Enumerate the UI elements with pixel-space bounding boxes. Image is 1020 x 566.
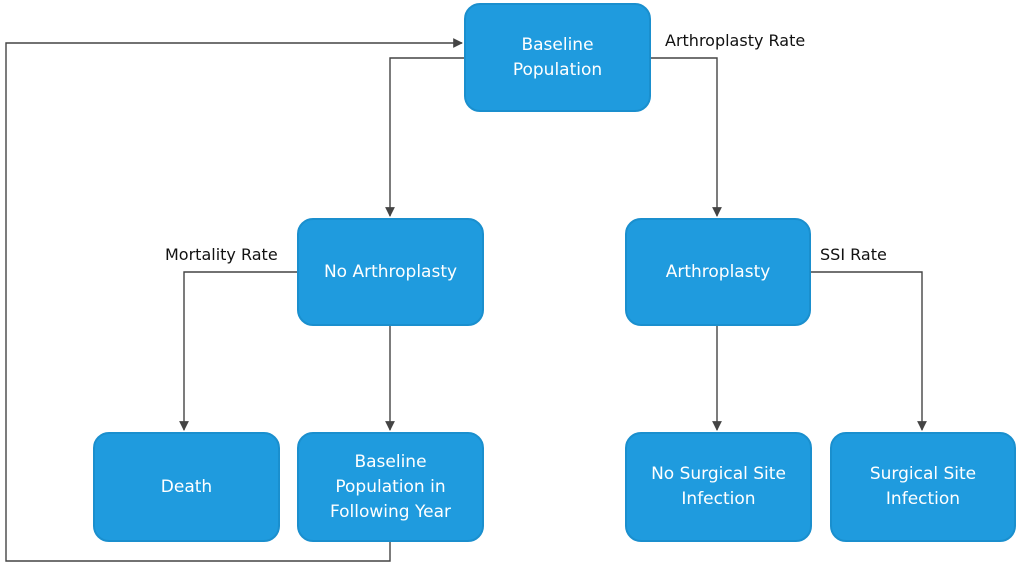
node-arthroplasty: Arthroplasty — [625, 218, 811, 326]
connector-no-arthroplasty-to-death — [179, 271, 297, 431]
label-mortality-rate: Mortality Rate — [165, 245, 278, 264]
connector-baseline-to-no-arthroplasty — [385, 57, 464, 217]
connector-baseline-to-arthroplasty — [651, 57, 722, 217]
node-no-surgical-site-infection: No Surgical Site Infection — [625, 432, 812, 542]
node-surgical-site-infection: Surgical Site Infection — [830, 432, 1016, 542]
connector-loop-back-to-baseline — [5, 38, 463, 562]
node-baseline-population: Baseline Population — [464, 3, 651, 112]
node-no-arthroplasty: No Arthroplasty — [297, 218, 484, 326]
node-death: Death — [93, 432, 280, 542]
node-baseline-following-year: Baseline Population in Following Year — [297, 432, 484, 542]
label-ssi-rate: SSI Rate — [820, 245, 887, 264]
connector-arthroplasty-to-ssi — [811, 271, 927, 431]
label-arthroplasty-rate: Arthroplasty Rate — [665, 31, 806, 50]
